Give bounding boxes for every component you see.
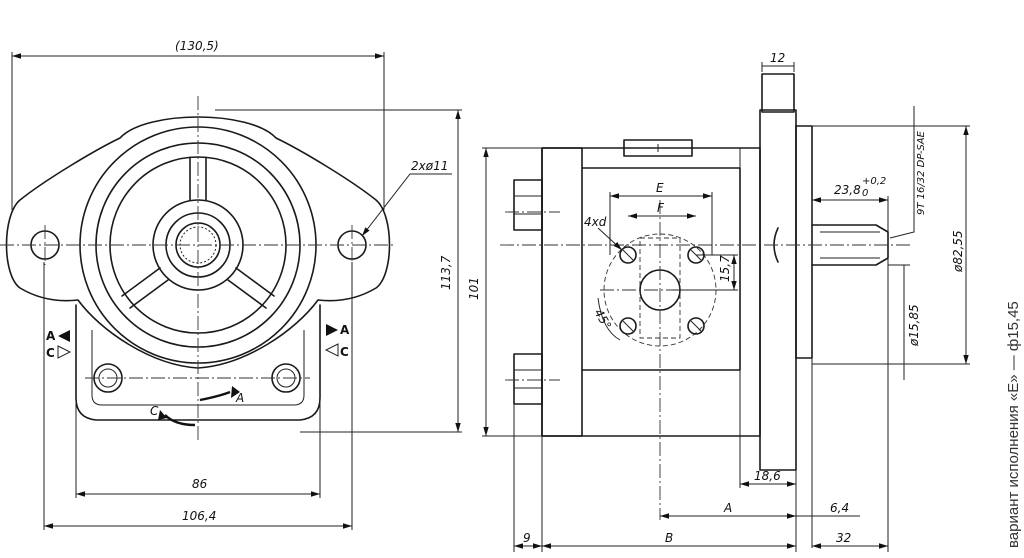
rotation-arrow-a	[199, 390, 231, 402]
bolt-head-top	[513, 179, 543, 231]
dim-pilot-diameter: ø82,55	[951, 230, 965, 273]
dim-angle: 45°	[591, 307, 614, 332]
dim-pilot-diameter-ext	[812, 125, 970, 365]
dim-f: F	[657, 201, 665, 215]
port-right-c-arrow	[324, 343, 339, 357]
rotation-label-a: A	[235, 391, 244, 405]
dim-9-ext	[513, 404, 543, 552]
lower-body	[75, 304, 321, 421]
top-boss-mark	[652, 144, 664, 152]
spoke-right	[227, 267, 275, 309]
dim-shaft-diameter: ø15,85	[907, 304, 921, 347]
port-left-a-arrow	[58, 330, 70, 342]
port-hole-top-left	[619, 246, 637, 264]
variant-caption: вариант исполнения «E» — ф15,45	[1005, 301, 1022, 548]
pump-body-rear-cap	[541, 147, 583, 437]
dim-height-101-ext	[482, 147, 542, 437]
port-hole-bottom-left	[619, 317, 637, 335]
spoke-top	[189, 157, 207, 201]
dim-a: A	[723, 501, 732, 515]
dim-height-101: 101	[467, 277, 481, 300]
dim-shaft-length: 23,8	[834, 183, 861, 197]
dim-height: 113,7	[439, 255, 453, 290]
holes-leader	[361, 173, 452, 237]
side-view: 12 101 E F 4xd 15,7 45° 18,6 A 6,4	[467, 51, 970, 552]
spline-spec: 9T 16/32 DP-SAE	[916, 130, 927, 215]
top-boss	[623, 139, 693, 157]
spline-spec-leader	[889, 106, 915, 239]
dim-port-offset: 15,7	[718, 255, 732, 282]
dim-b: B	[665, 531, 673, 545]
port-holes-leader	[597, 227, 623, 251]
dim-e: E	[656, 181, 664, 195]
dim-6-4: 6,4	[830, 501, 849, 515]
port-left-a-label: A	[46, 329, 56, 343]
flange-outline	[5, 116, 391, 369]
port-right-c-label: C	[340, 345, 349, 359]
port-right-a-label: A	[340, 323, 350, 337]
port-left-c-label: C	[46, 346, 55, 360]
dim-angle-arc	[597, 297, 621, 341]
bolt-head-bottom-facets	[514, 369, 542, 389]
port-hole-bottom-right	[687, 317, 705, 335]
port-left-c-arrow	[57, 345, 72, 359]
front-view: C A A C A C (130,5) 2xø11 113,7 86	[0, 39, 462, 530]
dim-base-width: 106,4	[182, 509, 216, 523]
rotation-label-c: C	[150, 404, 159, 418]
dim-shaft-tol-lower: 0	[862, 188, 868, 199]
dim-overall-width: (130,5)	[175, 39, 219, 53]
flange-pilot	[795, 125, 813, 359]
dim-shaft-tol-upper: +0,2	[862, 176, 886, 187]
bolt-head-top-facets	[514, 195, 542, 215]
flange-top-lug	[761, 73, 795, 113]
dim-shaft-length-ext	[811, 196, 889, 232]
spoke-left	[121, 267, 169, 309]
port-right-a-arrow	[326, 324, 338, 336]
shaft-spline-lines	[820, 231, 880, 259]
dim-bolt-spacing: 86	[192, 477, 208, 491]
rotation-arrow-head-a	[231, 386, 240, 398]
port-face	[581, 167, 741, 371]
dim-flange-thickness-ext	[761, 62, 795, 72]
port-holes-callout: 4xd	[584, 215, 607, 229]
rotation-arrow-head-c	[158, 410, 167, 420]
dim-18-6: 18,6	[754, 469, 781, 483]
dim-port-offset-ext	[672, 254, 738, 291]
dim-32: 32	[836, 531, 851, 545]
mounting-flange	[759, 109, 797, 471]
pump-body	[541, 147, 761, 437]
dim-e-ext	[609, 192, 713, 255]
dim-flange-thickness: 12	[770, 51, 785, 65]
rotation-arrow-c	[164, 414, 196, 427]
dim-9: 9	[523, 531, 531, 545]
bolt-head-bottom	[513, 353, 543, 405]
holes-callout: 2xø11	[411, 159, 448, 173]
